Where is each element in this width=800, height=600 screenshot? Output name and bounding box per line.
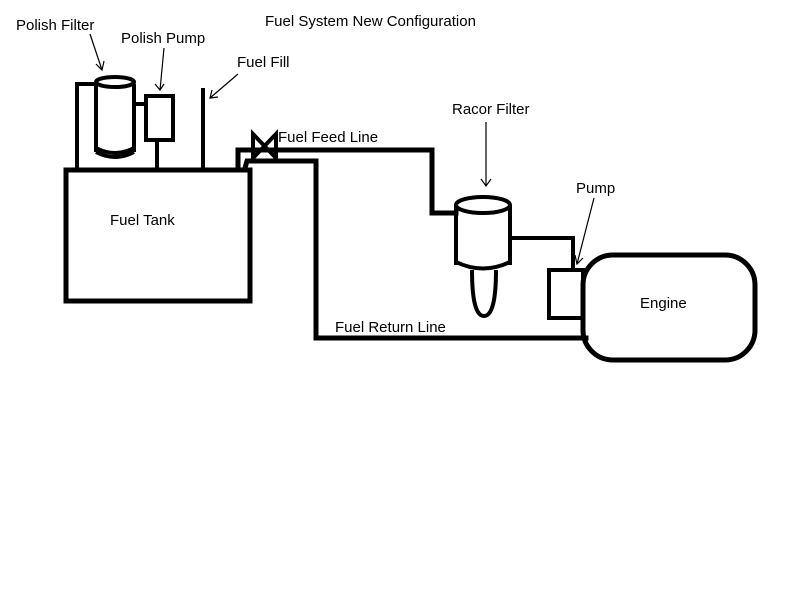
fuel-feed-line-pipe <box>235 147 459 216</box>
pump-arrow <box>574 197 595 266</box>
fuel-tank-label: Fuel Tank <box>110 212 175 229</box>
pump-label: Pump <box>576 180 615 197</box>
engine-pump <box>547 268 585 320</box>
polish-pump-arrow <box>154 47 165 92</box>
polish-filter-label: Polish Filter <box>16 17 94 34</box>
fuel-return-line-pipe <box>241 158 589 341</box>
racor-filter-label: Racor Filter <box>452 101 530 118</box>
fuel-return-line-label: Fuel Return Line <box>335 319 446 336</box>
engine-label: Engine <box>640 295 687 312</box>
fuel-feed-line-label: Fuel Feed Line <box>278 129 378 146</box>
polish-pump <box>144 94 175 170</box>
fuel-tank: Fuel Tank <box>63 167 253 304</box>
racor-filter-arrow <box>480 122 492 188</box>
racor-filter <box>454 195 575 319</box>
diagram-title: Fuel System New Configuration <box>265 13 476 30</box>
polish-filter <box>75 75 146 168</box>
valve-icon <box>251 129 278 163</box>
polish-filter-arrow <box>89 33 105 72</box>
polish-pump-label: Polish Pump <box>121 30 205 47</box>
fuel-fill-arrow <box>209 73 239 99</box>
fuel-fill-label: Fuel Fill <box>237 54 290 71</box>
engine: Engine <box>580 252 758 363</box>
